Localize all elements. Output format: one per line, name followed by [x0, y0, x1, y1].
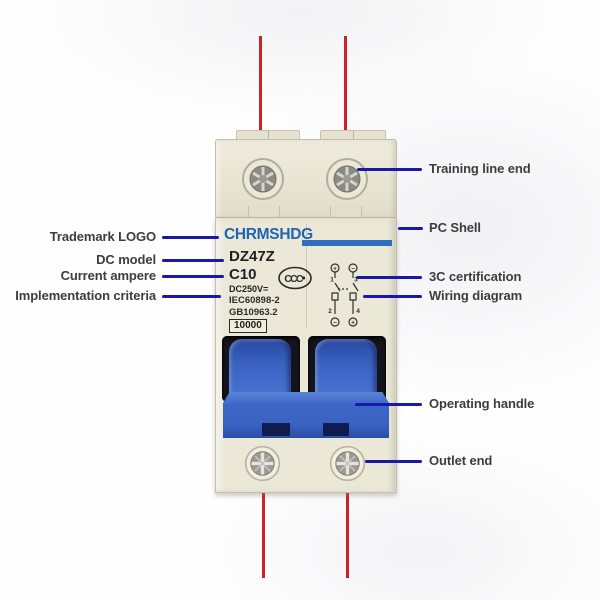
- label-current-ampere: Current ampere: [60, 268, 157, 283]
- label-dc-model: DC model: [96, 252, 156, 267]
- callout-line-pc-shell: [398, 227, 423, 230]
- output-terminal-screw-right[interactable]: [329, 445, 366, 482]
- callout-line-current-ampere: [162, 275, 224, 278]
- output-terminal-screw-left[interactable]: [244, 445, 281, 482]
- svg-text:+: +: [333, 265, 337, 272]
- circuit-breaker: CHRMSHDG DZ47Z C10 DC250V= IEC60898-2 GB…: [214, 128, 398, 493]
- svg-text:4: 4: [356, 308, 360, 315]
- brand-stripe: [302, 240, 392, 246]
- label-outlet-end: Outlet end: [429, 453, 493, 468]
- label-implementation-criteria: Implementation criteria: [15, 288, 156, 303]
- handle-window-left: [262, 423, 290, 436]
- voltage-text: DC250V=: [229, 284, 269, 294]
- output-wire-right: [346, 493, 349, 578]
- input-wire-left: [259, 36, 262, 131]
- svg-text:2: 2: [328, 308, 332, 315]
- top-tab-left: [236, 130, 300, 140]
- tab-notch: [353, 131, 354, 140]
- svg-text:1: 1: [330, 277, 334, 284]
- brand-logo: CHRMSHDG: [224, 226, 313, 243]
- label-operating-handle: Operating handle: [429, 396, 535, 411]
- callout-line-outlet: [365, 460, 422, 463]
- iec-standard-text: IEC60898-2: [229, 295, 280, 306]
- label-wiring-diagram: Wiring diagram: [429, 288, 523, 303]
- input-terminal-block: [215, 139, 397, 230]
- pole-divider: [306, 224, 307, 329]
- svg-text:−: −: [333, 320, 337, 327]
- svg-text:+: +: [351, 320, 355, 327]
- svg-text:3: 3: [354, 277, 358, 284]
- callout-line-dc-model: [162, 259, 224, 262]
- callout-line-trademark: [162, 236, 219, 239]
- operating-handle-bar[interactable]: [223, 392, 389, 438]
- label-trademark-logo: Trademark LOGO: [49, 229, 156, 244]
- ccc-certification-mark: CCC: [278, 266, 312, 290]
- label-training-line-end: Training line end: [429, 161, 531, 176]
- tab-notch: [268, 131, 269, 140]
- input-terminal-screw-left[interactable]: [241, 157, 285, 201]
- callout-line-wiring: [363, 295, 422, 298]
- current-rating-text: C10: [229, 266, 257, 283]
- handle-window-right: [323, 423, 349, 436]
- label-3c-certification: 3C certification: [429, 269, 522, 284]
- input-terminal-screw-right[interactable]: [325, 157, 369, 201]
- svg-text:−: −: [351, 265, 355, 272]
- wiring-diagram-schematic: + − 1 3 2 4 − +: [328, 263, 360, 327]
- svg-text:CCC: CCC: [284, 274, 302, 285]
- input-wire-right: [344, 36, 347, 131]
- breaking-capacity-badge: 10000: [229, 319, 267, 333]
- callout-line-training-end: [357, 168, 422, 171]
- top-tab-right: [320, 130, 386, 140]
- toggle-lever-right[interactable]: [315, 339, 377, 399]
- model-text: DZ47Z: [229, 248, 275, 265]
- breaker-front-face: CHRMSHDG DZ47Z C10 DC250V= IEC60898-2 GB…: [215, 217, 397, 493]
- callout-line-3c: [356, 276, 422, 279]
- toggle-lever-left[interactable]: [229, 339, 291, 399]
- label-pc-shell: PC Shell: [429, 220, 481, 235]
- output-wire-left: [262, 493, 265, 578]
- gb-standard-text: GB10963.2: [229, 307, 278, 318]
- callout-line-handle: [355, 403, 422, 406]
- callout-line-implementation: [162, 295, 221, 298]
